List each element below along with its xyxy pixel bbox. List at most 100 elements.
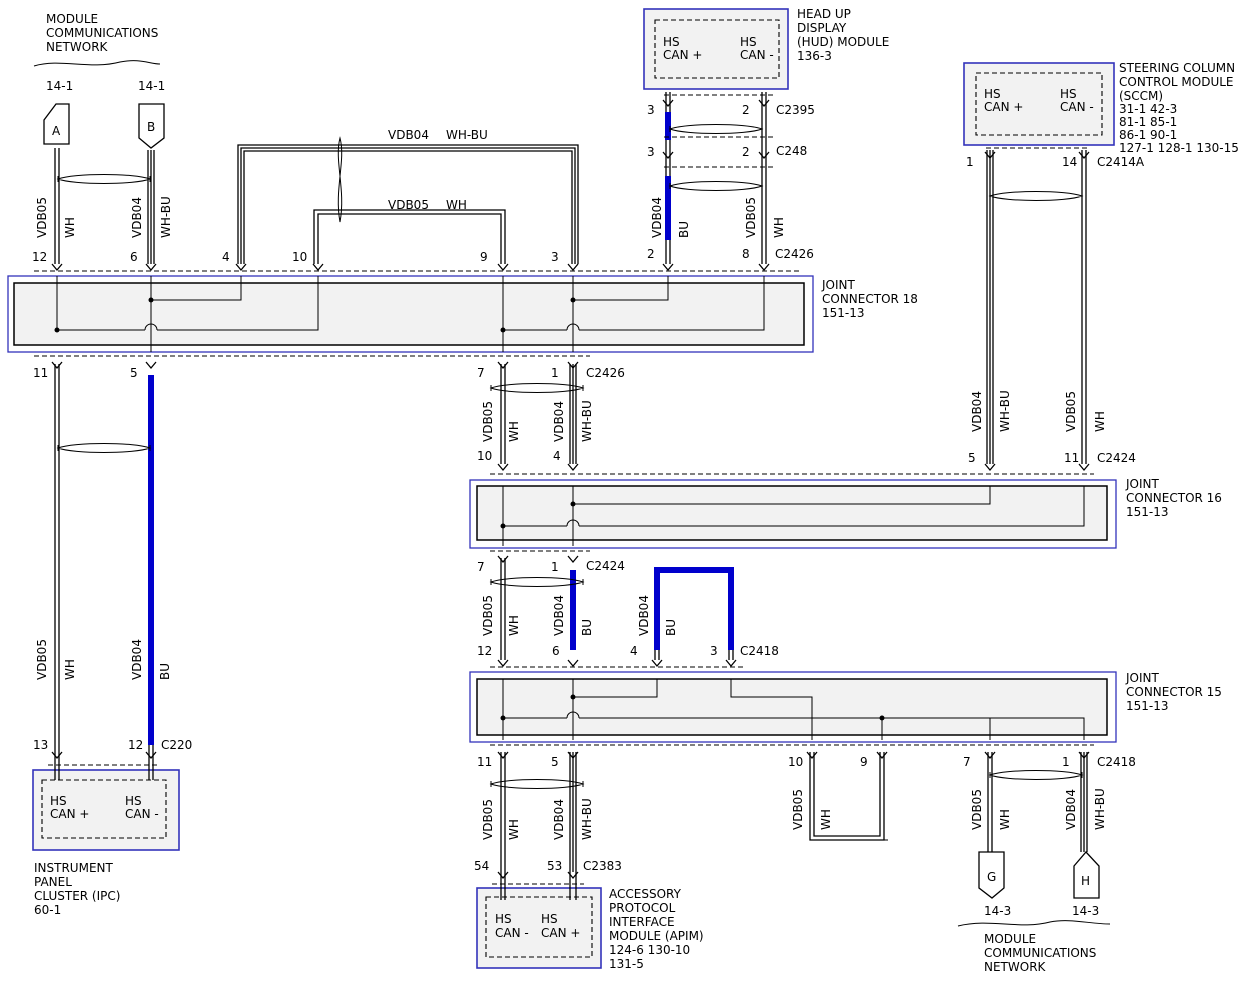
sccm-label-3: (SCCM) xyxy=(1119,89,1163,103)
sccm-module: HS CAN + HS CAN - STEERING COLUMN CONTRO… xyxy=(963,61,1239,155)
pin-number: 11 xyxy=(33,366,48,380)
wire-label-vdb04: VDB04 xyxy=(130,639,144,680)
wire-label-vdb05: VDB05 xyxy=(791,789,805,830)
wire-label-bu: BU xyxy=(677,221,691,238)
wire-label-wh: WH xyxy=(63,217,77,238)
pin-number: 5 xyxy=(968,451,976,465)
pin-number: 6 xyxy=(130,250,138,264)
pin-number: 7 xyxy=(477,560,485,574)
pin-number: 10 xyxy=(292,250,307,264)
ipc-pin-left-1: HS xyxy=(50,794,67,808)
apim-pin-left-1: HS xyxy=(495,912,512,926)
connector-c2426: C2426 xyxy=(586,366,625,380)
wire-label-bu: BU xyxy=(580,619,594,636)
apim-label-4: MODULE (APIM) xyxy=(609,929,704,943)
connector-b-icon xyxy=(138,103,165,149)
apim-label-5: 124-6 130-10 xyxy=(609,943,690,957)
connector-c2418: C2418 xyxy=(740,644,779,658)
joint-connector-18: JOINT CONNECTOR 18 151-13 xyxy=(7,270,918,357)
pin-number: 12 xyxy=(477,644,492,658)
jc16-label-3: 151-13 xyxy=(1126,505,1169,519)
sccm-ref-3: 86-1 90-1 xyxy=(1119,128,1177,142)
apim-label-3: INTERFACE xyxy=(609,915,675,929)
wire-label-vdb04: VDB04 xyxy=(970,391,984,432)
hud-pin-left-1: HS xyxy=(663,35,680,49)
ipc-pin-left-2: CAN + xyxy=(50,807,89,821)
pin-number: 54 xyxy=(474,859,489,873)
pin-number: 3 xyxy=(647,145,655,159)
sccm-ref-4: 127-1 128-1 130-15 xyxy=(1119,141,1239,155)
pin-number: 3 xyxy=(647,103,655,117)
wire-label-vdb05: VDB05 xyxy=(1064,391,1078,432)
sccm-label-1: STEERING COLUMN xyxy=(1119,61,1235,75)
hud-label-3: (HUD) MODULE xyxy=(797,35,889,49)
jc18-label-3: 151-13 xyxy=(822,306,865,320)
jc16-label-2: CONNECTOR 16 xyxy=(1126,491,1222,505)
pin-number: 9 xyxy=(480,250,488,264)
wire-label-whbu: WH-BU xyxy=(580,798,594,840)
hud-pin-right-2: CAN - xyxy=(740,48,774,62)
sccm-ref-2: 81-1 85-1 xyxy=(1119,115,1177,129)
pin-number: 5 xyxy=(551,755,559,769)
wire-label-vdb04: VDB04 xyxy=(552,799,566,840)
pin-number: 11 xyxy=(477,755,492,769)
pin-number: 13 xyxy=(33,738,48,752)
pin-number: 1 xyxy=(551,560,559,574)
wire-label-vdb05: VDB05 xyxy=(744,197,758,238)
wire-label-vdb04: VDB04 xyxy=(130,197,144,238)
apim-module: HS CAN - HS CAN + ACCESSORY PROTOCOL INT… xyxy=(476,887,704,971)
pin-number: 53 xyxy=(547,859,562,873)
pin-number: 4 xyxy=(222,250,230,264)
letter-a: A xyxy=(52,124,61,138)
top-wire-vdb05: VDB05 xyxy=(388,198,429,212)
connector-c248: C248 xyxy=(776,144,807,158)
wire-label-whbu: WH-BU xyxy=(159,196,173,238)
top-wire-wh: WH xyxy=(446,198,467,212)
network-bottom-label-3: NETWORK xyxy=(984,960,1047,974)
vertical-wire-labels: VDB05 WH VDB04 WH-BU VDB04 BU VDB05 WH V… xyxy=(35,196,1107,840)
pin-number: 6 xyxy=(552,644,560,658)
jc16-label-1: JOINT xyxy=(1125,477,1160,491)
top-wire-whbu: WH-BU xyxy=(446,128,488,142)
wire-label-vdb05: VDB05 xyxy=(481,595,495,636)
connector-a-icon xyxy=(43,103,70,145)
wire-label-vdb05: VDB05 xyxy=(970,789,984,830)
sccm-label-2: CONTROL MODULE xyxy=(1119,75,1234,89)
letter-g: G xyxy=(987,870,996,884)
hud-pin-left-2: CAN + xyxy=(663,48,702,62)
ipc-label-1: INSTRUMENT xyxy=(34,861,113,875)
jc15-label-1: JOINT xyxy=(1125,671,1160,685)
connector-c2426: C2426 xyxy=(775,247,814,261)
apim-pin-left-2: CAN - xyxy=(495,926,529,940)
apim-pin-right-1: HS xyxy=(541,912,558,926)
ipc-label-2: PANEL xyxy=(34,875,72,889)
wires xyxy=(48,92,1090,900)
sccm-pin-left-2: CAN + xyxy=(984,100,1023,114)
top-wire-labels: VDB04 WH-BU VDB05 WH xyxy=(388,128,488,212)
wire-label-whbu: WH-BU xyxy=(998,390,1012,432)
ipc-label-3: CLUSTER (IPC) xyxy=(34,889,120,903)
network-top-label-1: MODULE xyxy=(46,12,98,26)
pin-number: 3 xyxy=(710,644,718,658)
jc18-label-1: JOINT xyxy=(821,278,856,292)
pin-number: 2 xyxy=(647,247,655,261)
wire-label-vdb04: VDB04 xyxy=(552,401,566,442)
letter-h: H xyxy=(1081,874,1090,888)
network-bottom-ref-h: 14-3 xyxy=(1072,904,1099,918)
pin-number: 1 xyxy=(1062,755,1070,769)
wire-label-vdb04: VDB04 xyxy=(637,595,651,636)
wire-label-vdb05: VDB05 xyxy=(481,401,495,442)
network-bottom-ref-g: 14-3 xyxy=(984,904,1011,918)
letter-b: B xyxy=(147,120,155,134)
wire-label-vdb04: VDB04 xyxy=(1064,789,1078,830)
wire-label-wh: WH xyxy=(507,421,521,442)
network-bottom-label-2: COMMUNICATIONS xyxy=(984,946,1096,960)
wire-label-bu: BU xyxy=(158,663,172,680)
pin-number: 4 xyxy=(630,644,638,658)
network-top-ref-b: 14-1 xyxy=(138,79,165,93)
joint-connector-16: JOINT CONNECTOR 16 151-13 xyxy=(469,473,1222,552)
hud-label-2: DISPLAY xyxy=(797,21,847,35)
connector-h-icon xyxy=(1073,851,1100,899)
pin-number: 7 xyxy=(963,755,971,769)
